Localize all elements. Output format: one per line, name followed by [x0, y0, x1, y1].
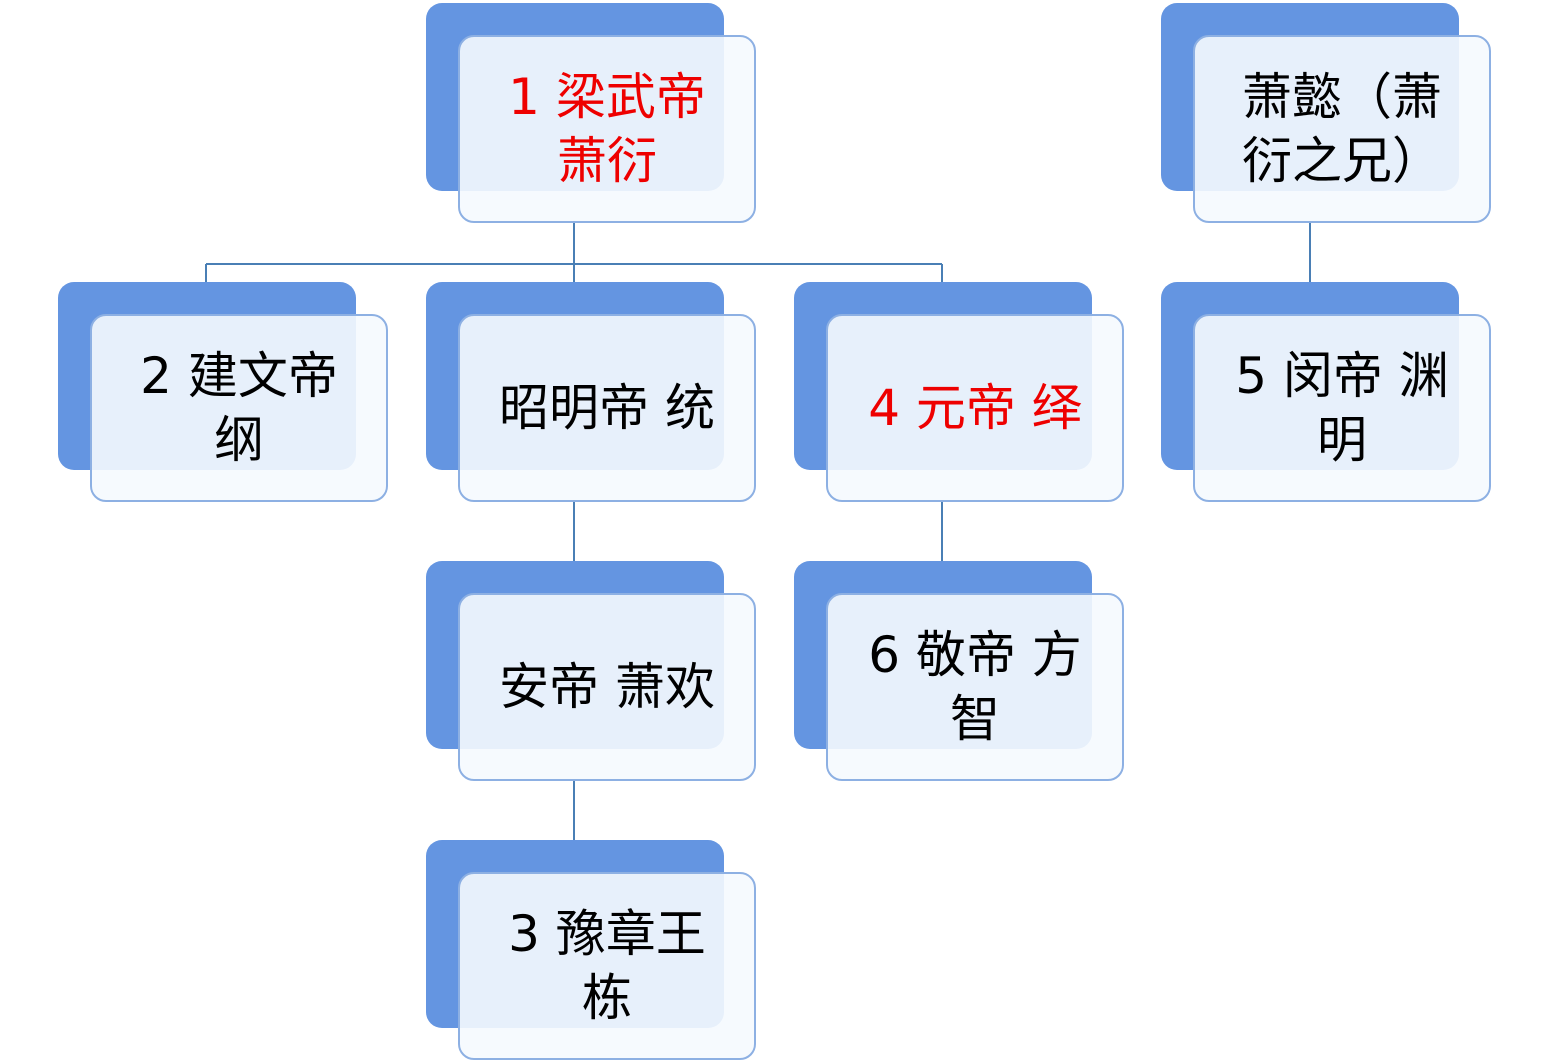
node-label: 6 敬帝 方 智: [868, 626, 1082, 748]
node-jianwen-di: 2 建文帝 纲: [58, 282, 392, 504]
node-xiao-yi: 萧懿（萧 衍之兄）: [1161, 3, 1495, 225]
node-label: 昭明帝 统: [499, 379, 715, 437]
node-label: 5 闵帝 渊 明: [1235, 347, 1449, 469]
node-yuzhang-wang: 3 豫章王 栋: [426, 840, 760, 1062]
node-yuan-di: 4 元帝 绎: [794, 282, 1128, 504]
node-card: 5 闵帝 渊 明: [1193, 314, 1491, 502]
node-label: 2 建文帝 纲: [140, 347, 338, 469]
node-label: 1 梁武帝 萧衍: [508, 68, 706, 190]
node-card: 2 建文帝 纲: [90, 314, 388, 502]
node-card: 昭明帝 统: [458, 314, 756, 502]
node-label: 安帝 萧欢: [499, 658, 715, 716]
node-label: 3 豫章王 栋: [508, 905, 706, 1027]
node-card: 6 敬帝 方 智: [826, 593, 1124, 781]
node-card: 3 豫章王 栋: [458, 872, 756, 1060]
node-card: 安帝 萧欢: [458, 593, 756, 781]
node-card: 1 梁武帝 萧衍: [458, 35, 756, 223]
node-an-di: 安帝 萧欢: [426, 561, 760, 783]
node-card: 萧懿（萧 衍之兄）: [1193, 35, 1491, 223]
node-liang-wudi: 1 梁武帝 萧衍: [426, 3, 760, 225]
node-jing-di: 6 敬帝 方 智: [794, 561, 1128, 783]
node-card: 4 元帝 绎: [826, 314, 1124, 502]
node-zhaoming-di: 昭明帝 统: [426, 282, 760, 504]
node-label: 萧懿（萧 衍之兄）: [1242, 68, 1442, 190]
node-label: 4 元帝 绎: [868, 379, 1082, 437]
node-min-di: 5 闵帝 渊 明: [1161, 282, 1495, 504]
